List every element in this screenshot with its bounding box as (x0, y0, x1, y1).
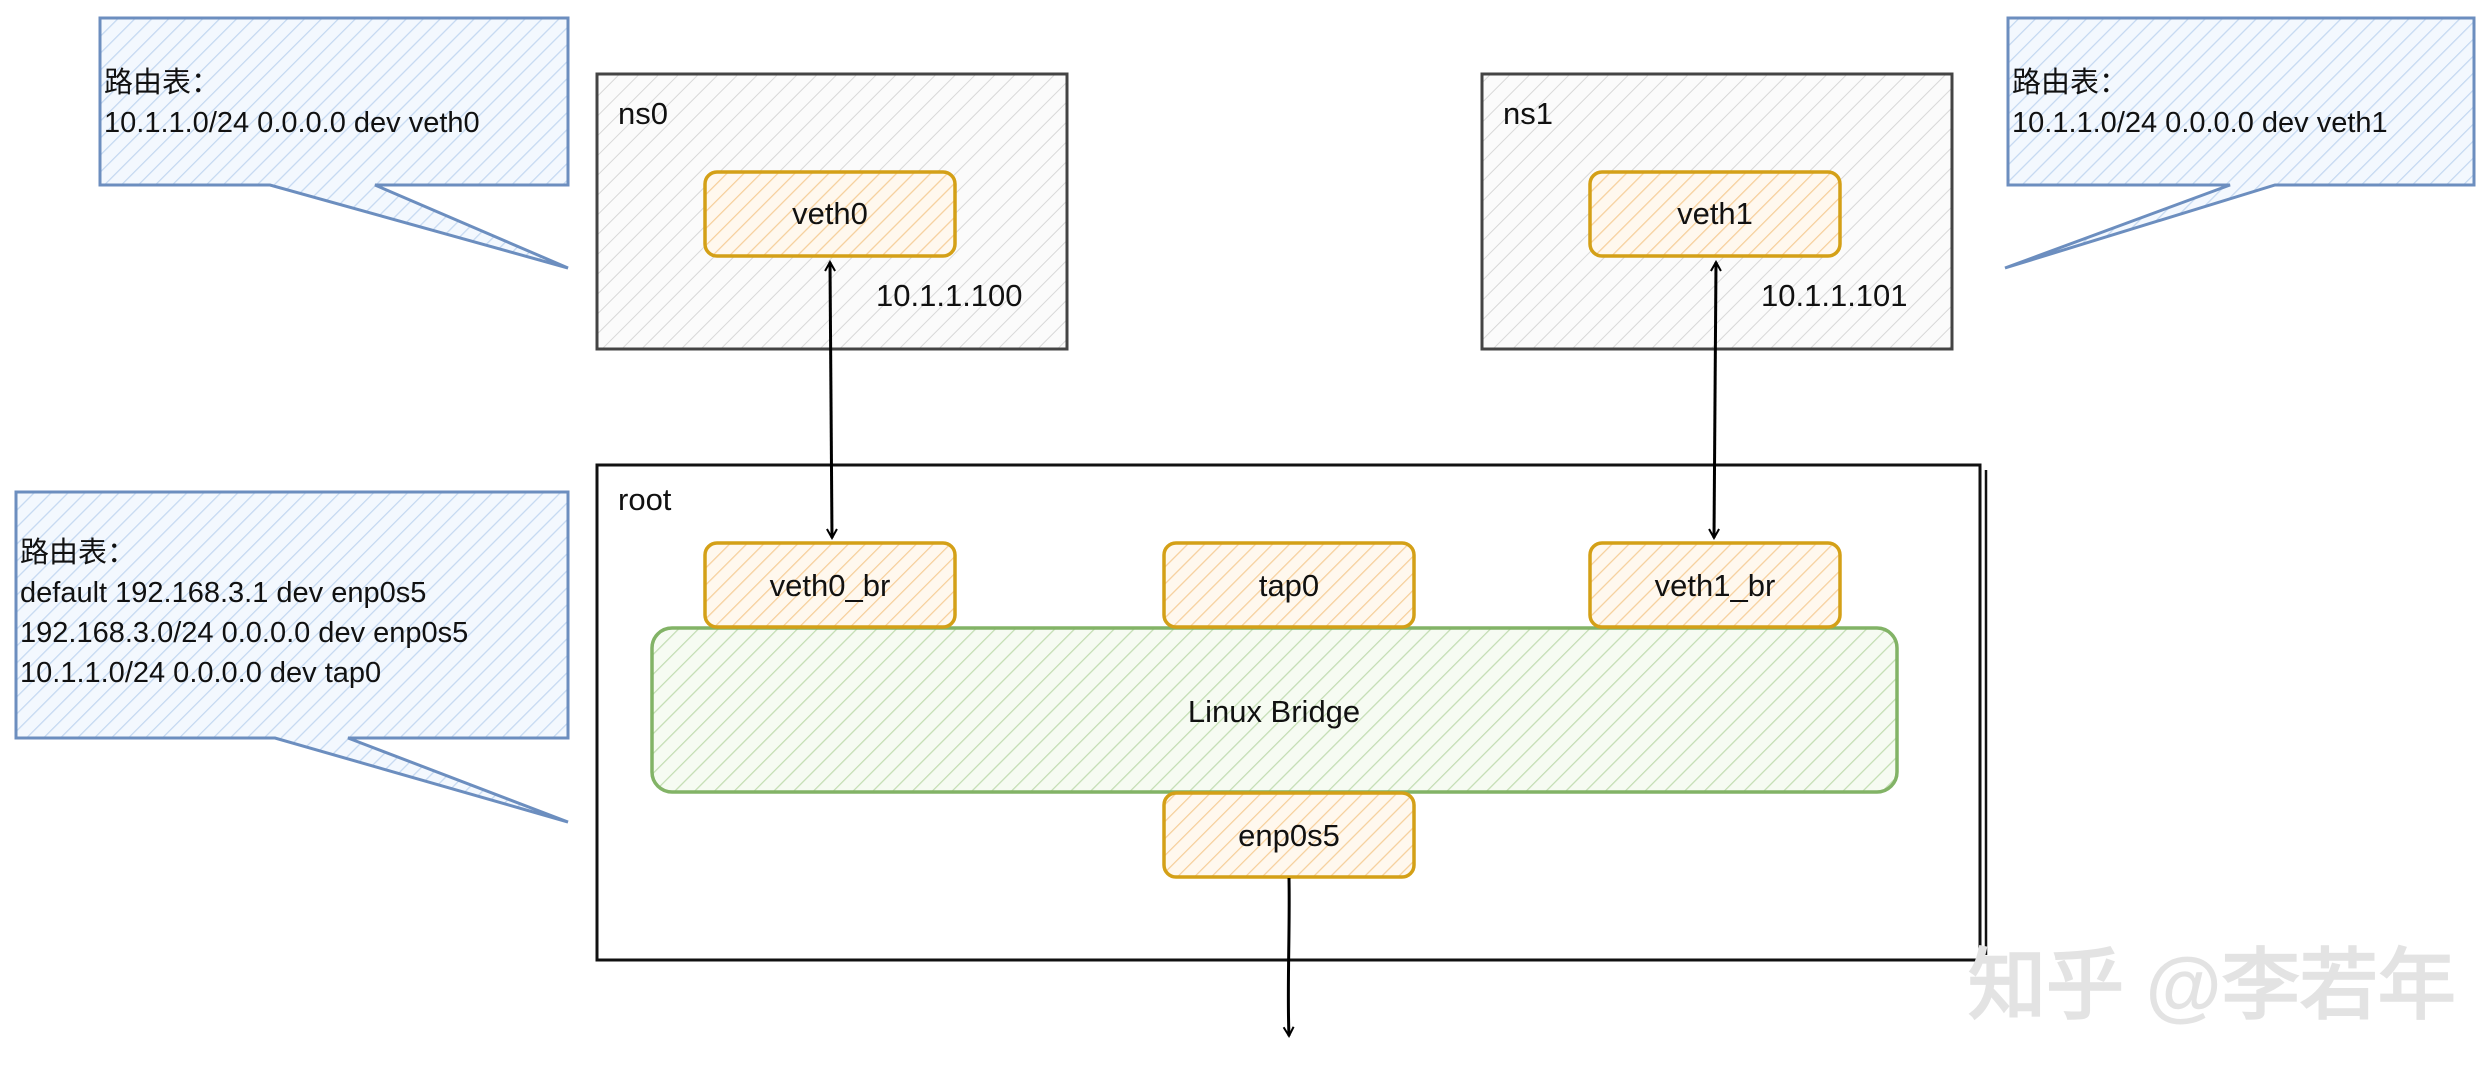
ns0-namespace: ns0 veth0 10.1.1.100 (595, 72, 1069, 351)
veth0-br-label: veth0_br (770, 568, 891, 603)
veth1-device (1588, 170, 1842, 258)
veth0-br-device (703, 541, 957, 629)
linux-bridge-label: Linux Bridge (1188, 694, 1360, 729)
root-note-callout (14, 490, 570, 824)
ns1-note-callout (2004, 16, 2476, 270)
veth0-device (703, 170, 957, 258)
veth1-br-label: veth1_br (1655, 568, 1776, 603)
veth0-to-veth0-br-link (830, 262, 832, 538)
watermark: 知乎 @李若年 (1968, 941, 2456, 1029)
root-route-table-note: 路由表： default 192.168.3.1 dev enp0s5 192.… (14, 490, 570, 824)
veth1-br-device (1588, 541, 1842, 629)
root-route-table-title: 路由表： (20, 536, 136, 569)
veth1-ip: 10.1.1.101 (1761, 278, 1908, 313)
veth0-label: veth0 (792, 196, 868, 231)
ns0-route-entry: 10.1.1.0/24 0.0.0.0 dev veth0 (104, 107, 480, 139)
ns1-route-table-title: 路由表： (2012, 66, 2128, 99)
ns0-note-callout (98, 16, 570, 270)
root-label: root (618, 482, 672, 517)
enp0s5-uplink-link (1288, 877, 1289, 1036)
root-namespace: root Linux Bridge veth0_br tap0 veth1_br… (595, 463, 1988, 962)
veth0-ip: 10.1.1.100 (876, 278, 1023, 313)
ns1-label: ns1 (1503, 96, 1553, 131)
veth1-label: veth1 (1677, 196, 1753, 231)
veth1-to-veth1-br-link (1714, 262, 1716, 538)
root-route-entry: 192.168.3.0/24 0.0.0.0 dev enp0s5 (20, 617, 468, 649)
enp0s5-label: enp0s5 (1238, 818, 1340, 853)
root-route-entry: 10.1.1.0/24 0.0.0.0 dev tap0 (20, 657, 381, 689)
enp0s5-device (1162, 791, 1416, 879)
ns0-label: ns0 (618, 96, 668, 131)
ns0-route-table-title: 路由表： (104, 66, 220, 99)
ns1-route-table-note: 路由表： 10.1.1.0/24 0.0.0.0 dev veth1 (2004, 16, 2476, 270)
ns0-route-table-note: 路由表： 10.1.1.0/24 0.0.0.0 dev veth0 (98, 16, 570, 270)
tap0-device (1162, 541, 1416, 629)
tap0-label: tap0 (1259, 568, 1319, 603)
root-route-entry: default 192.168.3.1 dev enp0s5 (20, 577, 426, 609)
ns1-route-entry: 10.1.1.0/24 0.0.0.0 dev veth1 (2012, 107, 2388, 139)
